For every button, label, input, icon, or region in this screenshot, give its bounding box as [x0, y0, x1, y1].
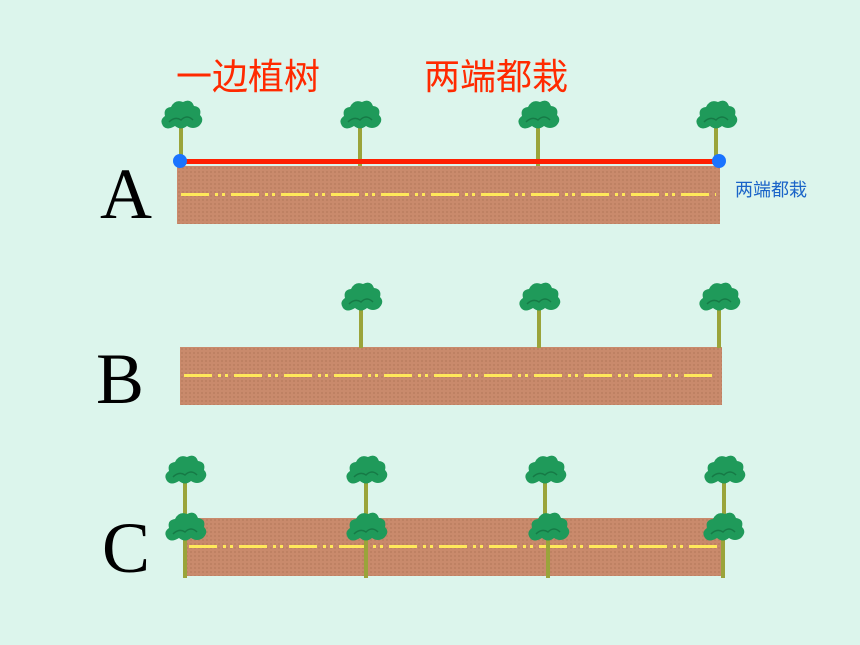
measure-line: [180, 159, 718, 164]
row-letter-a: A: [100, 154, 152, 234]
row-letter-c: C: [102, 508, 151, 588]
road-a: [177, 166, 720, 224]
endpoint-dot-left: [173, 154, 187, 168]
tree-icon: [698, 281, 742, 348]
tree-icon: [164, 511, 208, 578]
tree-icon: [339, 99, 383, 166]
tree-icon: [340, 281, 384, 348]
title-one-side: 一边植树: [176, 57, 321, 98]
tree-icon: [345, 511, 389, 578]
endpoint-dot-right: [712, 154, 726, 168]
title-both-ends: 两端都栽: [424, 57, 569, 98]
tree-icon: [702, 511, 746, 578]
row-letter-b: B: [96, 339, 145, 419]
road-centerline: [181, 193, 716, 196]
road-centerline: [189, 545, 719, 548]
road-b: [180, 347, 722, 405]
tree-icon: [518, 281, 562, 348]
road-centerline: [184, 374, 718, 377]
side-label: 两端都栽: [735, 180, 807, 201]
tree-icon: [527, 511, 571, 578]
tree-icon: [517, 99, 561, 166]
road-c: [185, 518, 723, 576]
